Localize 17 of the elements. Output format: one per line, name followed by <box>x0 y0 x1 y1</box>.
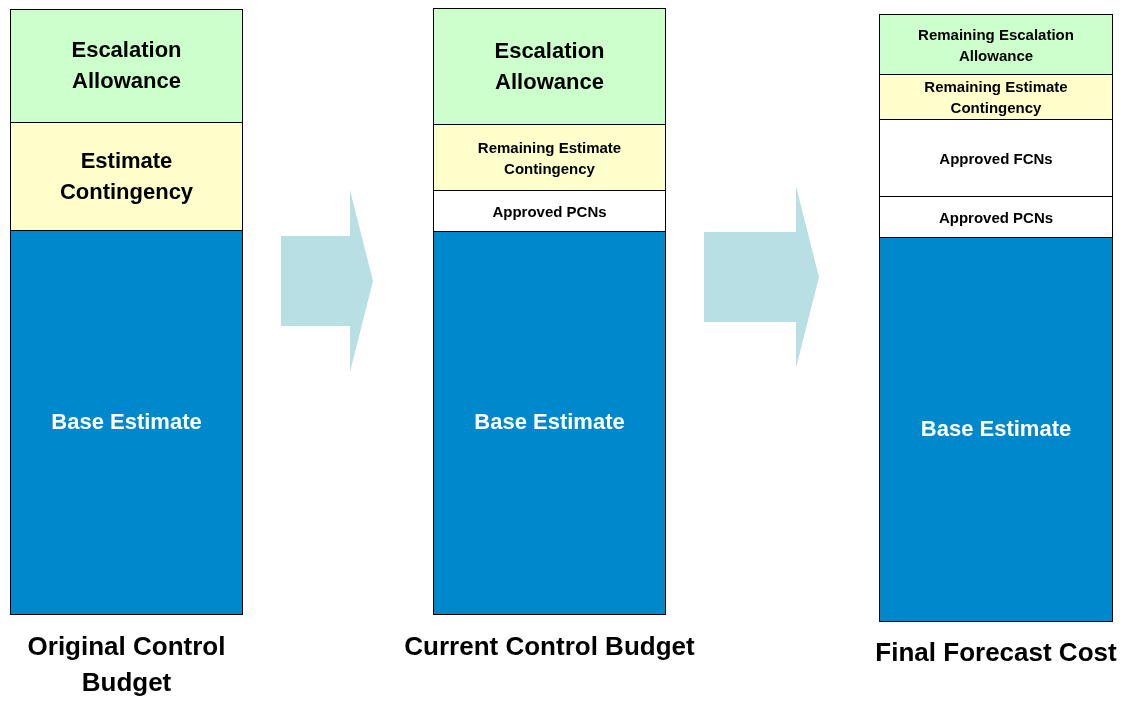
column-heading: Final Forecast Cost <box>874 636 1118 669</box>
column-heading: Original Control Budget <box>26 630 227 699</box>
base-block: Base Estimate <box>879 237 1113 622</box>
escalation-block: Remaining Escalation Allowance <box>879 14 1113 76</box>
change-block: Approved PCNs <box>433 190 666 233</box>
escalation-block: Escalation Allowance <box>433 8 666 126</box>
column-heading: Current Control Budget <box>403 630 696 663</box>
block-arrow <box>281 190 373 372</box>
change-block: Approved FCNs <box>879 119 1113 198</box>
escalation-block: Escalation Allowance <box>10 9 243 124</box>
change-block: Approved PCNs <box>879 196 1113 239</box>
base-block: Base Estimate <box>433 231 666 615</box>
contingency-block: Estimate Contingency <box>10 122 243 232</box>
block-arrow <box>704 186 819 368</box>
contingency-block: Remaining Estimate Contingency <box>879 74 1113 121</box>
contingency-block: Remaining Estimate Contingency <box>433 124 666 192</box>
base-block: Base Estimate <box>10 230 243 615</box>
